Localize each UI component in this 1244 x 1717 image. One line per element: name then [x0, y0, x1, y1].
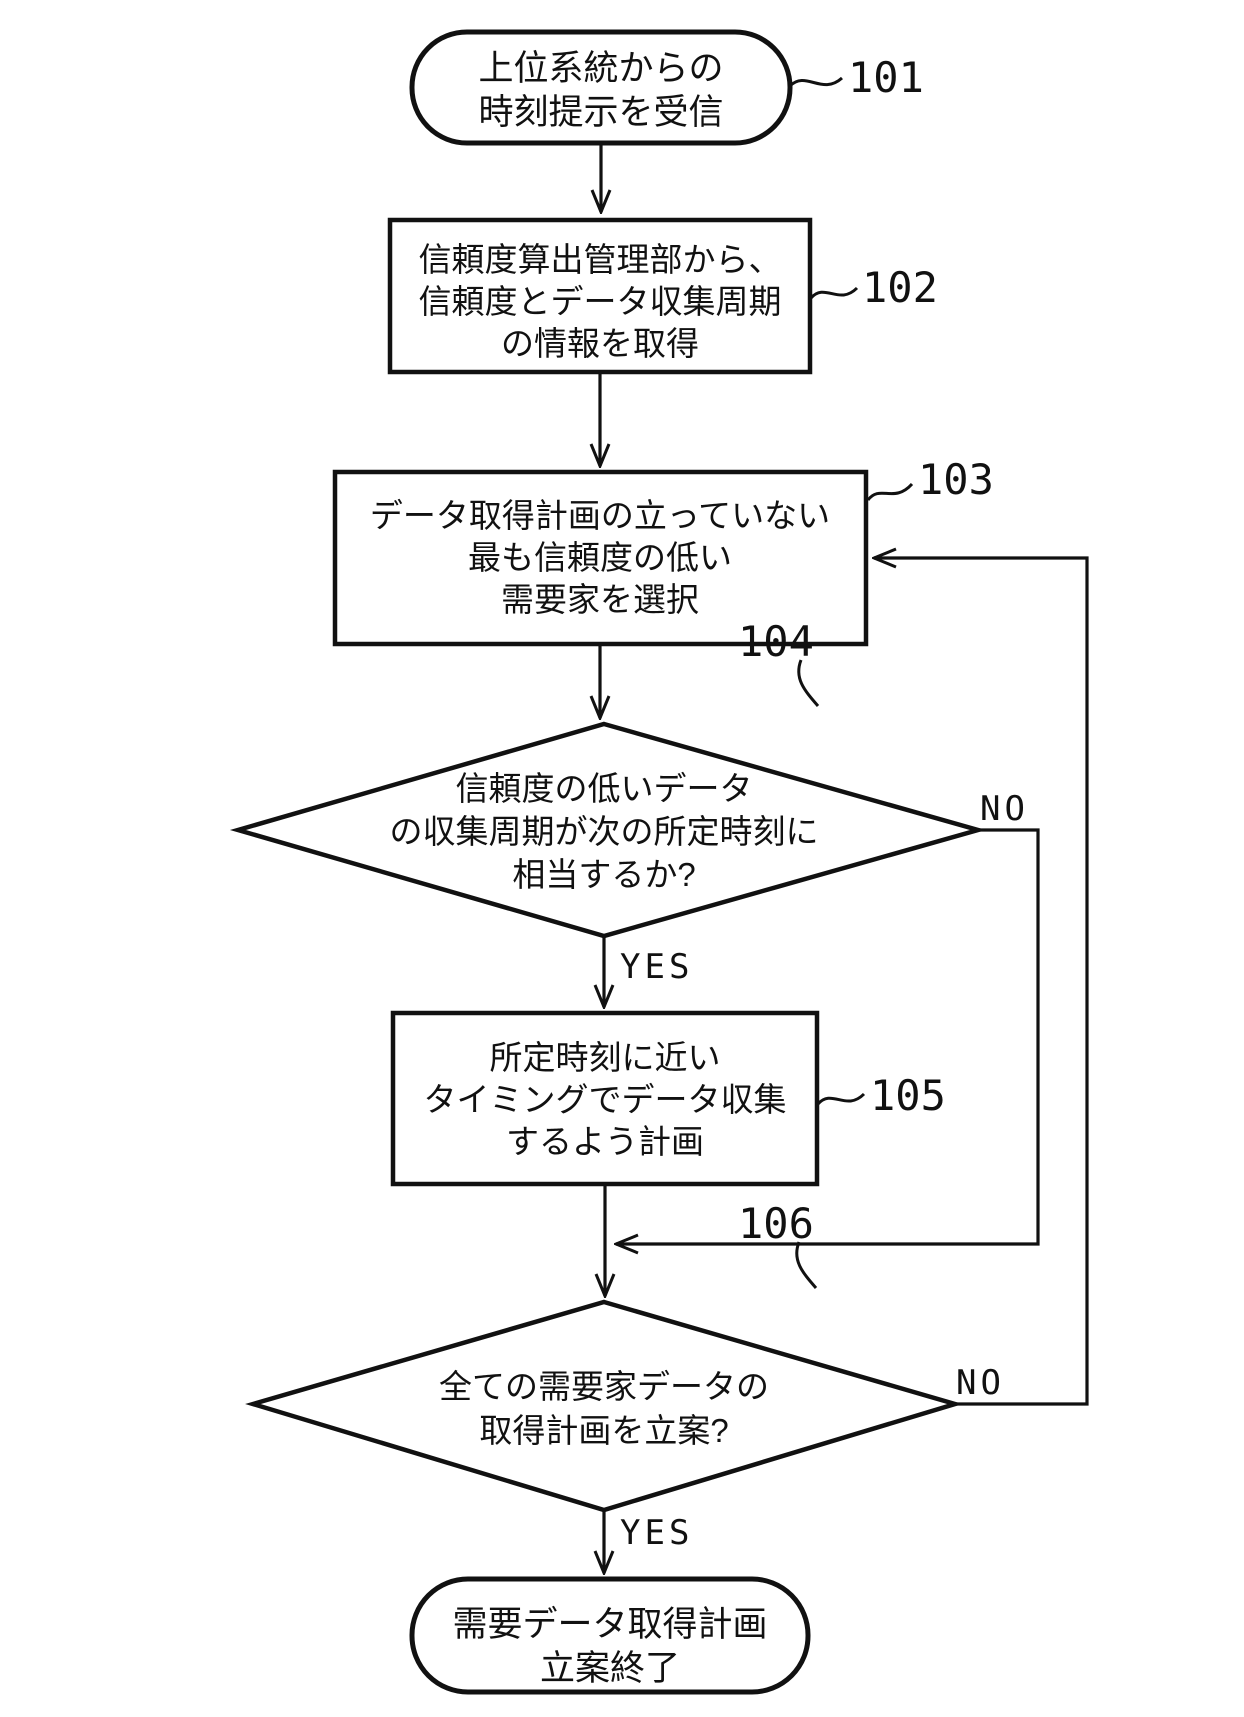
- node-102-line-3: の情報を取得: [501, 325, 699, 362]
- label-yes-106: YES: [620, 1513, 693, 1553]
- node-106-line-2: 取得計画を立案?: [479, 1412, 728, 1449]
- leader-squiggle-105: [816, 1092, 866, 1106]
- node-end-line-2: 立案終了: [540, 1649, 680, 1688]
- node-106-line-1: 全ての需要家データの: [439, 1368, 769, 1405]
- leader-squiggle-101: [788, 76, 844, 88]
- process-outline-103: [332, 469, 869, 647]
- node-104-line-2: の収集周期が次の所定時刻に: [390, 813, 819, 850]
- node-105-process: 所定時刻に近い タイミングでデータ収集 するよう計画 105: [390, 1010, 946, 1187]
- arrow-106-no-loop-to-103: [874, 558, 1089, 1406]
- leader-curve-104: [797, 659, 820, 707]
- process-outline-102: [387, 217, 813, 375]
- arrow-104-no-merge: [616, 828, 1040, 1244]
- node-105-line-1: 所定時刻に近い: [490, 1039, 721, 1076]
- leader-squiggle-102: [809, 286, 859, 300]
- terminal-outline-101: [409, 29, 793, 146]
- node-105-line-3: するよう計画: [506, 1123, 704, 1160]
- node-101-line-1: 上位系統からの: [478, 49, 723, 88]
- leader-curve-106: [795, 1241, 818, 1289]
- node-102-process: 信頼度算出管理部から、 信頼度とデータ収集周期 の情報を取得 102: [387, 217, 938, 375]
- node-102-line-2: 信頼度とデータ収集周期: [419, 283, 782, 320]
- node-103-line-1: データ取得計画の立っていない: [370, 497, 830, 534]
- ref-label-106: 106: [738, 1199, 814, 1248]
- node-105-line-2: タイミングでデータ収集: [424, 1081, 787, 1118]
- node-end-line-1: 需要データ取得計画: [452, 1605, 767, 1644]
- node-104-line-3: 相当するか?: [512, 856, 695, 893]
- process-outline-105: [390, 1010, 820, 1187]
- terminal-outline-end: [409, 1576, 811, 1695]
- node-103-process: データ取得計画の立っていない 最も信頼度の低い 需要家を選択 103: [332, 455, 994, 647]
- decision-outline-106: [245, 1299, 963, 1513]
- ref-label-103: 103: [918, 455, 994, 504]
- node-104-line-1: 信頼度の低いデータ: [456, 770, 753, 807]
- node-101-terminal: 上位系統からの 時刻提示を受信 101: [409, 29, 924, 146]
- node-102-line-1: 信頼度算出管理部から、: [419, 241, 782, 278]
- leader-squiggle-103: [866, 482, 914, 502]
- label-no-106: NO: [956, 1363, 1005, 1403]
- node-106-decision: 全ての需要家データの 取得計画を立案? 106 YES NO: [245, 1199, 1005, 1553]
- node-104-decision: 信頼度の低いデータ の収集周期が次の所定時刻に 相当するか? 104 YES N…: [229, 617, 1029, 987]
- label-yes-104: YES: [620, 947, 693, 987]
- ref-label-101: 101: [848, 53, 924, 102]
- node-end-terminal: 需要データ取得計画 立案終了: [409, 1576, 811, 1695]
- ref-label-105: 105: [870, 1071, 946, 1120]
- node-103-line-2: 最も信頼度の低い: [468, 539, 732, 576]
- ref-label-102: 102: [862, 263, 938, 312]
- label-no-104: NO: [980, 789, 1029, 829]
- node-101-line-2: 時刻提示を受信: [478, 93, 723, 132]
- node-103-line-3: 需要家を選択: [501, 581, 699, 618]
- ref-label-104: 104: [738, 617, 814, 666]
- decision-outline-104: [229, 721, 987, 939]
